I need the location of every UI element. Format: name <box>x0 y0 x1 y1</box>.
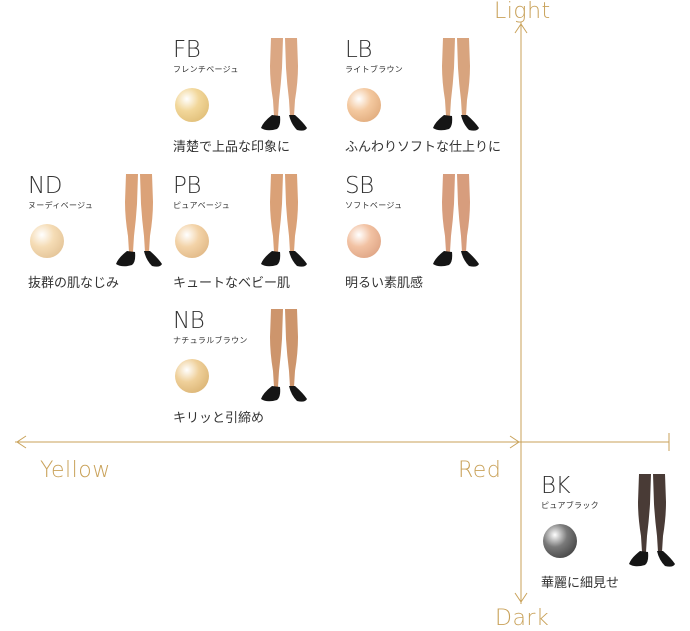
legs-shoes-image <box>261 38 307 131</box>
color-description: キリッと引締め <box>173 411 265 426</box>
axis-label-light: Light <box>494 0 551 24</box>
color-code: SB <box>345 173 374 199</box>
color-kana-name: ピュアブラック <box>541 501 599 510</box>
color-swatch-ball <box>175 359 209 393</box>
color-swatch-ball <box>175 88 209 122</box>
color-code: PB <box>173 173 201 199</box>
color-swatch-ball <box>175 224 209 258</box>
color-swatch-ball <box>543 524 577 558</box>
color-code: NB <box>173 308 205 334</box>
legs-shoes-image <box>261 309 307 402</box>
legs-shoes-image <box>433 38 479 131</box>
color-kana-name: ソフトベージュ <box>345 201 403 210</box>
axis-label-dark: Dark <box>495 606 550 631</box>
legs-shoes-image <box>629 474 675 567</box>
color-description: ふんわりソフトな仕上りに <box>345 140 502 155</box>
color-description: 華麗に細見せ <box>541 576 620 591</box>
arrow-down-icon <box>514 592 528 603</box>
color-item-bk: BK ピュアブラック 華麗に細見せ <box>541 474 690 604</box>
color-description: 清楚で上品な印象に <box>173 140 291 155</box>
color-item-sb: SB ソフトベージュ 明るい素肌感 <box>345 174 505 304</box>
arrow-left-icon <box>16 435 27 449</box>
color-kana-name: ナチュラルブラウン <box>173 336 248 345</box>
color-description: キュートなベビー肌 <box>173 276 291 291</box>
arrow-right-icon <box>509 435 520 449</box>
color-swatch-ball <box>30 224 64 258</box>
color-item-nb: NB ナチュラルブラウン キリッと引締め <box>173 309 333 439</box>
axis-label-yellow: Yellow <box>40 458 111 483</box>
color-description: 明るい素肌感 <box>345 276 424 291</box>
color-item-nd: ND ヌーディベージュ 抜群の肌なじみ <box>28 174 188 304</box>
legs-shoes-image <box>261 174 307 267</box>
color-code: ND <box>28 173 62 199</box>
legs-shoes-image <box>116 174 162 267</box>
color-item-lb: LB ライトブラウン ふんわりソフトな仕上りに <box>345 38 505 168</box>
color-code: FB <box>173 37 201 63</box>
legs-shoes-image <box>433 174 479 267</box>
color-item-fb: FB フレンチベージュ 清楚で上品な印象に <box>173 38 333 168</box>
color-kana-name: ライトブラウン <box>345 65 404 74</box>
color-description: 抜群の肌なじみ <box>28 276 120 291</box>
color-item-pb: PB ピュアベージュ キュートなベビー肌 <box>173 174 333 304</box>
arrow-up-icon <box>514 23 528 34</box>
axis-label-red: Red <box>458 458 502 483</box>
color-kana-name: フレンチベージュ <box>173 65 239 74</box>
color-kana-name: ピュアベージュ <box>173 201 231 210</box>
color-swatch-ball <box>347 224 381 258</box>
color-kana-name: ヌーディベージュ <box>28 201 94 210</box>
color-swatch-ball <box>347 88 381 122</box>
color-code: BK <box>541 473 571 499</box>
color-code: LB <box>345 37 372 63</box>
